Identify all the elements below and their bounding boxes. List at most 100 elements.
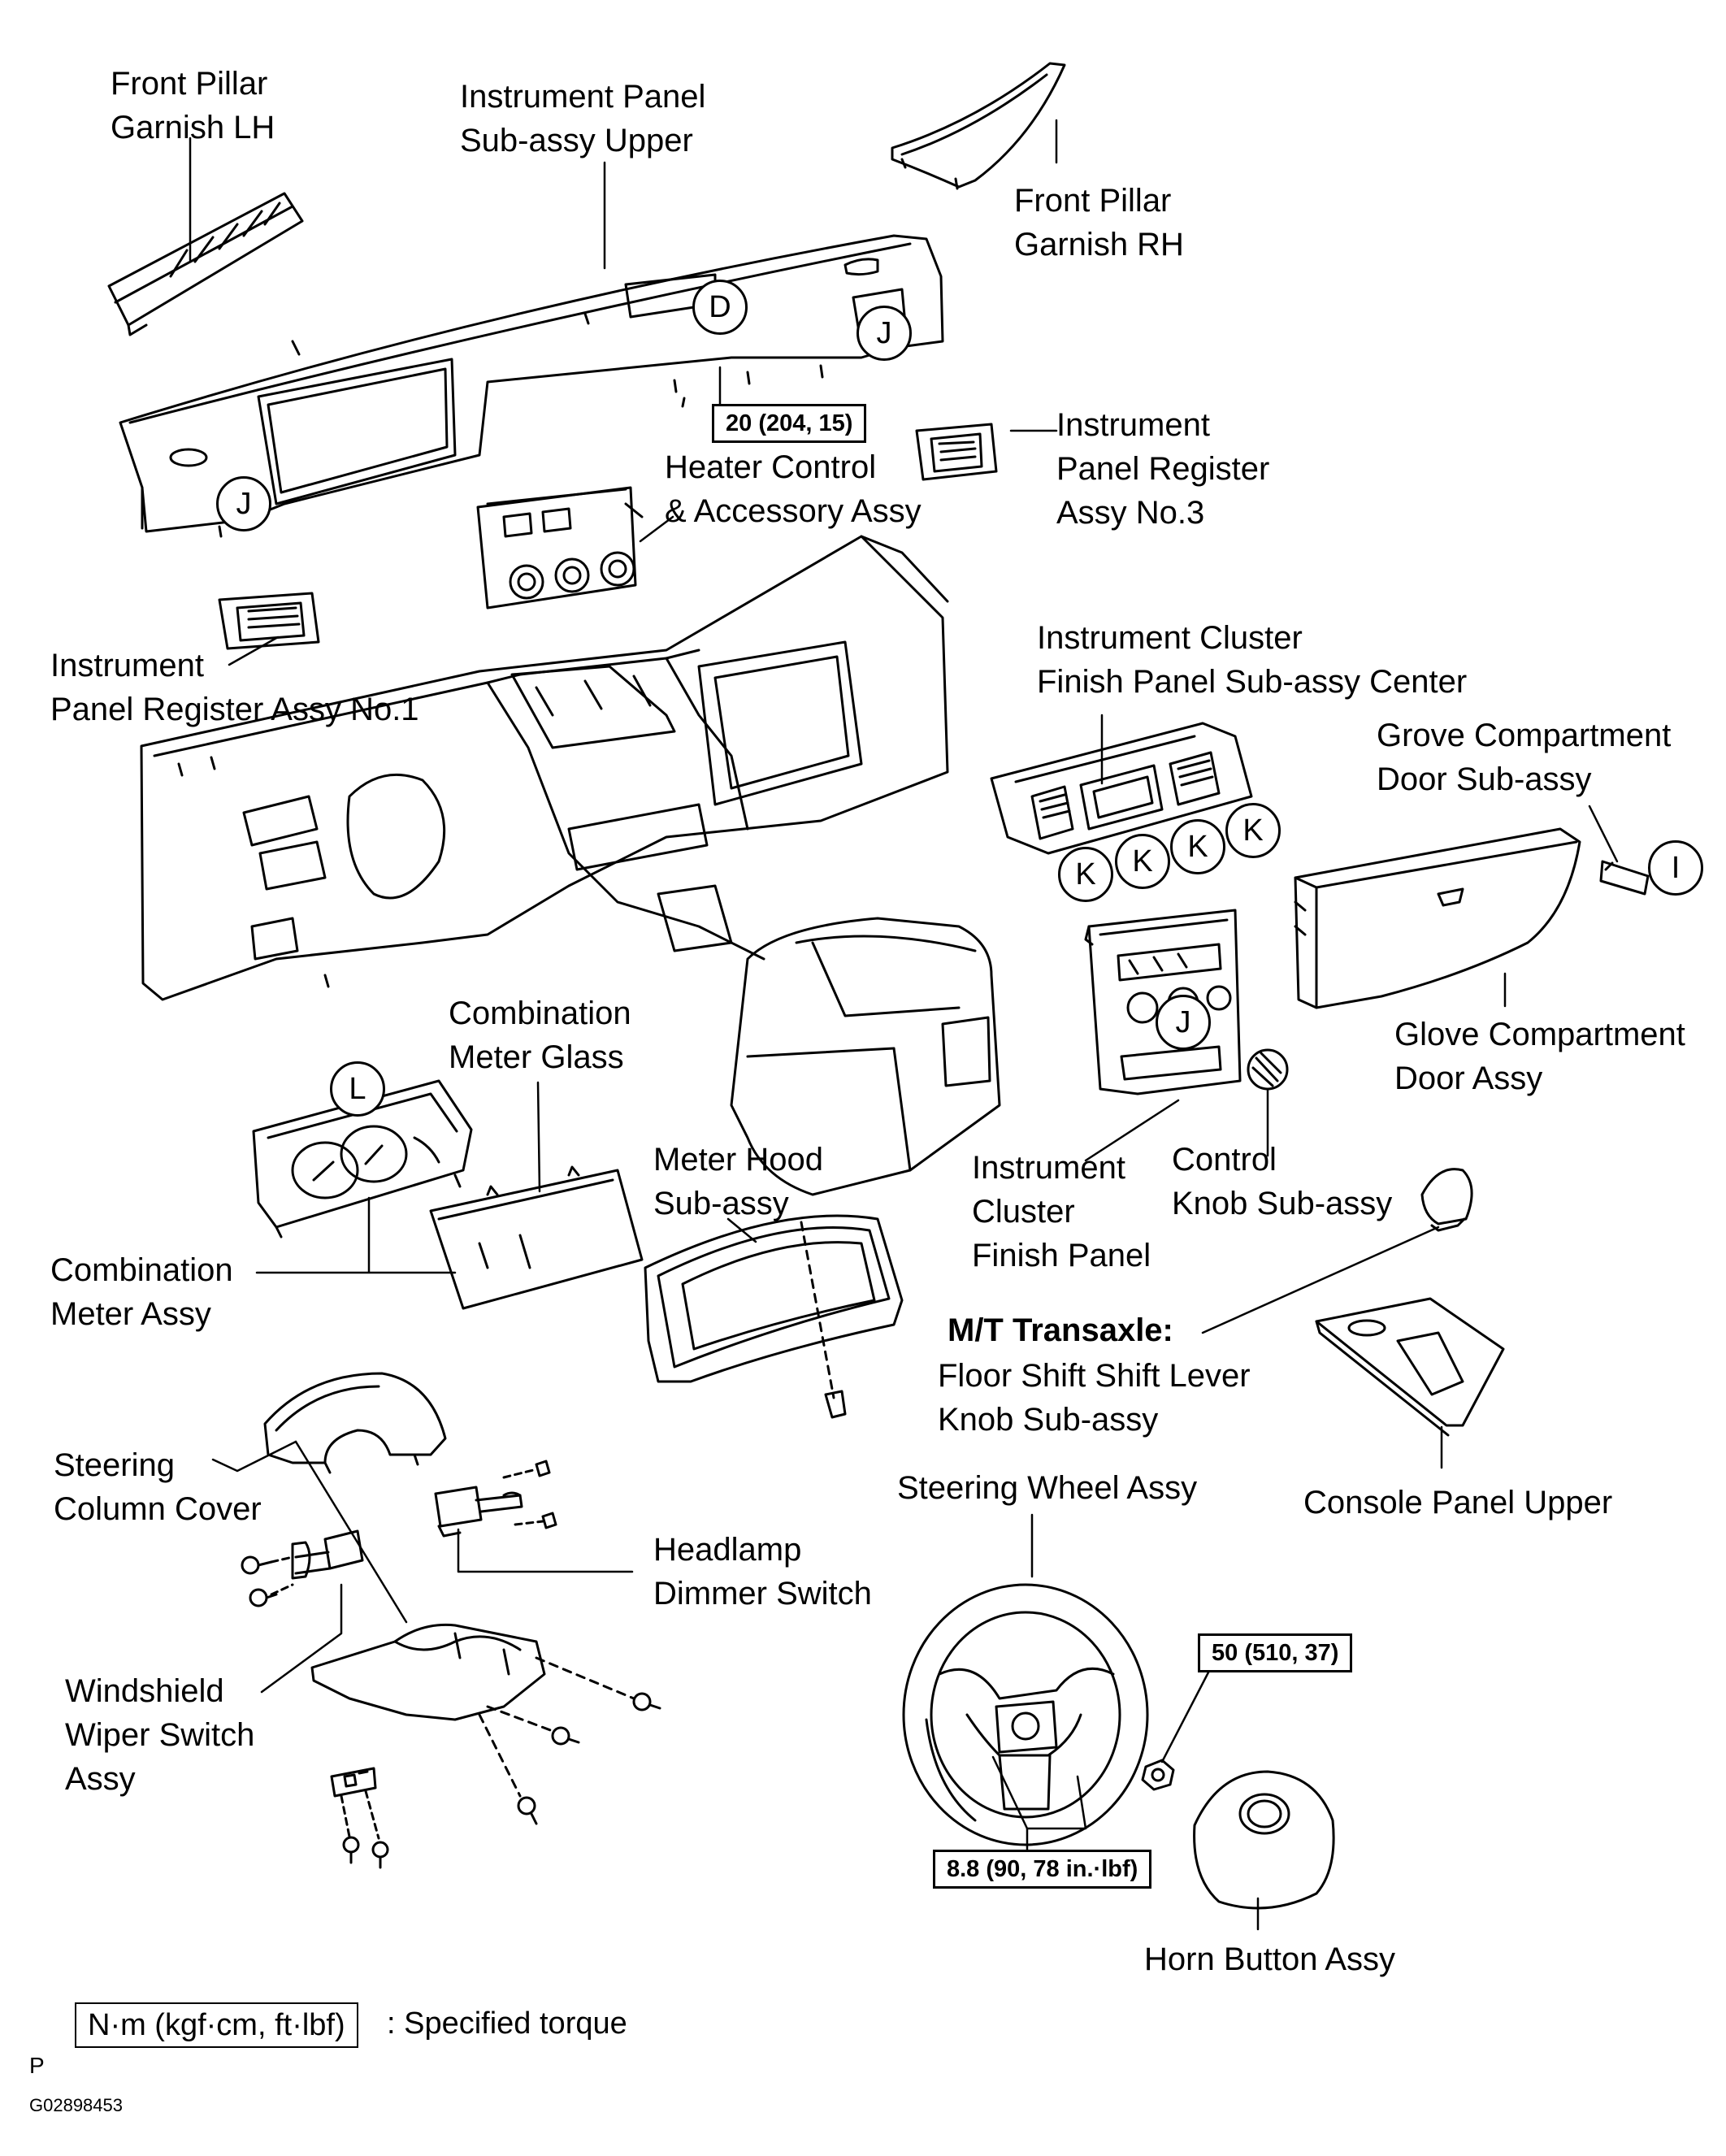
label-line: Assy <box>65 1761 136 1797</box>
label-line: Cluster <box>972 1194 1075 1230</box>
steering-wheel-label: Steering Wheel Assy <box>897 1470 1198 1506</box>
label-line: Meter Glass <box>449 1039 624 1075</box>
label-line: Combination <box>50 1252 233 1288</box>
register-no1-label: Instrument Panel Register Assy No.1 <box>50 644 419 731</box>
glove-compartment-door-drawing <box>1294 827 1581 1009</box>
label-line: Instrument <box>972 1150 1125 1186</box>
glove-compartment-door-label: Glove Compartment Door Assy <box>1394 1013 1685 1100</box>
callout-j: J <box>216 476 271 531</box>
meter-hood-label: Meter Hood Sub-assy <box>653 1138 823 1225</box>
meter-hood-drawing <box>644 1214 904 1419</box>
leader-lines <box>189 119 1619 1931</box>
label-line: Meter Assy <box>50 1296 211 1332</box>
label-line: Assy No.3 <box>1056 495 1205 531</box>
instrument-panel-upper-label: Instrument Panel Sub-assy Upper <box>460 75 705 163</box>
callout-j: J <box>856 306 912 361</box>
label-line: Instrument Cluster <box>1037 620 1303 656</box>
label-line: Door Sub-assy <box>1377 761 1592 797</box>
front-pillar-garnish-rh-label: Front Pillar Garnish RH <box>1014 179 1184 267</box>
register-no3-drawing <box>915 423 998 481</box>
callout-l: L <box>330 1061 385 1117</box>
cluster-finish-center-drawing <box>990 722 1253 855</box>
cluster-finish-panel-drawing <box>1084 909 1242 1095</box>
label-line: Garnish LH <box>111 110 275 145</box>
label-line: Heater Control <box>665 449 877 485</box>
mt-transaxle-heading: M/T Transaxle: <box>948 1312 1173 1348</box>
label-line: Glove Compartment <box>1394 1017 1685 1052</box>
torque-horn-nut: 50 (510, 37) <box>1198 1633 1353 1672</box>
combination-meter-assy-drawing <box>252 1079 473 1239</box>
center-console-drawing <box>730 917 1001 1196</box>
horn-button-drawing <box>1141 1759 1335 1910</box>
label-line: Instrument <box>1056 407 1210 443</box>
callout-k: K <box>1170 819 1225 874</box>
front-pillar-garnish-rh-drawing <box>891 62 1066 190</box>
callout-j: J <box>1156 995 1211 1050</box>
heater-control-drawing <box>476 486 644 609</box>
cluster-finish-center-label: Instrument Cluster Finish Panel Sub-assy… <box>1037 616 1467 704</box>
torque-legend-text: : Specified torque <box>387 2006 627 2041</box>
label-line: Finish Panel Sub-assy Center <box>1037 664 1468 700</box>
label-line: Front Pillar <box>111 66 268 102</box>
label-line: Sub-assy <box>653 1186 789 1221</box>
steering-column-cover-label: Steering Column Cover <box>54 1443 262 1531</box>
figure-id: G02898453 <box>29 2095 123 2115</box>
grove-compartment-door-label: Grove Compartment Door Sub-assy <box>1377 714 1671 801</box>
callout-k: K <box>1115 834 1170 889</box>
label-line: Garnish RH <box>1014 227 1184 262</box>
heater-control-label: Heater Control & Accessory Assy <box>665 445 922 533</box>
register-no3-label: Instrument Panel Register Assy No.3 <box>1056 403 1269 535</box>
torque-steering-wheel-bolts: 8.8 (90, 78 in.·lbf) <box>933 1850 1152 1889</box>
combination-meter-glass-label: Combination Meter Glass <box>449 991 631 1079</box>
callout-d: D <box>692 280 748 335</box>
label-line: Windshield <box>65 1673 224 1709</box>
wiper-switch-drawing <box>241 1529 364 1607</box>
shift-knob-drawing <box>1420 1168 1473 1232</box>
horn-button-label: Horn Button Assy <box>1144 1941 1396 1977</box>
floor-shift-knob-label: Floor Shift Shift Lever Knob Sub-assy <box>938 1354 1251 1442</box>
control-knob-drawing <box>1247 1048 1289 1091</box>
console-panel-upper-drawing <box>1315 1297 1505 1437</box>
label-line: Headlamp <box>653 1532 802 1568</box>
bracket-drawing <box>330 1767 389 1869</box>
label-line: Grove Compartment <box>1377 718 1672 753</box>
headlamp-dimmer-switch-drawing <box>434 1460 557 1538</box>
label-line: Combination <box>449 996 631 1031</box>
label-line: Floor Shift Shift Lever <box>938 1358 1251 1394</box>
label-line: Column Cover <box>54 1491 262 1527</box>
callout-i: I <box>1648 840 1703 896</box>
console-panel-upper-label: Console Panel Upper <box>1303 1485 1613 1520</box>
label-line: Panel Register <box>1056 451 1270 487</box>
instrument-panel-upper-drawing <box>119 234 944 538</box>
label-line: Knob Sub-assy <box>938 1402 1159 1438</box>
steering-column-cover-lower-drawing <box>310 1623 661 1825</box>
wiper-switch-label: Windshield Wiper Switch Assy <box>65 1669 254 1801</box>
control-knob-label: Control Knob Sub-assy <box>1172 1138 1392 1225</box>
label-line: Instrument Panel <box>460 79 706 115</box>
label-line: Dimmer Switch <box>653 1576 872 1612</box>
label-line: Finish Panel <box>972 1238 1151 1273</box>
combination-meter-assy-label: Combination Meter Assy <box>50 1248 233 1336</box>
label-line: Front Pillar <box>1014 183 1172 219</box>
torque-legend-box: N·m (kgf·cm, ft·lbf) <box>75 2002 358 2048</box>
label-line: Steering <box>54 1447 175 1483</box>
label-line: & Accessory Assy <box>665 493 922 529</box>
label-line: Panel Register Assy No.1 <box>50 692 419 727</box>
label-line: Sub-assy Upper <box>460 123 693 158</box>
grove-compartment-part-drawing <box>1599 860 1650 896</box>
instrument-panel-body-drawing <box>140 535 949 1001</box>
headlamp-dimmer-label: Headlamp Dimmer Switch <box>653 1528 872 1616</box>
callout-k: K <box>1058 847 1113 902</box>
steering-wheel-drawing <box>902 1583 1149 1846</box>
label-line: Wiper Switch <box>65 1717 255 1753</box>
label-line: Instrument <box>50 648 204 683</box>
register-no1-drawing <box>218 592 320 650</box>
label-line: Knob Sub-assy <box>1172 1186 1393 1221</box>
torque-panel-upper: 20 (204, 15) <box>712 404 867 443</box>
label-line: Door Assy <box>1394 1061 1543 1096</box>
callout-k: K <box>1225 803 1281 858</box>
label-line: Meter Hood <box>653 1142 823 1178</box>
label-line: Control <box>1172 1142 1277 1178</box>
